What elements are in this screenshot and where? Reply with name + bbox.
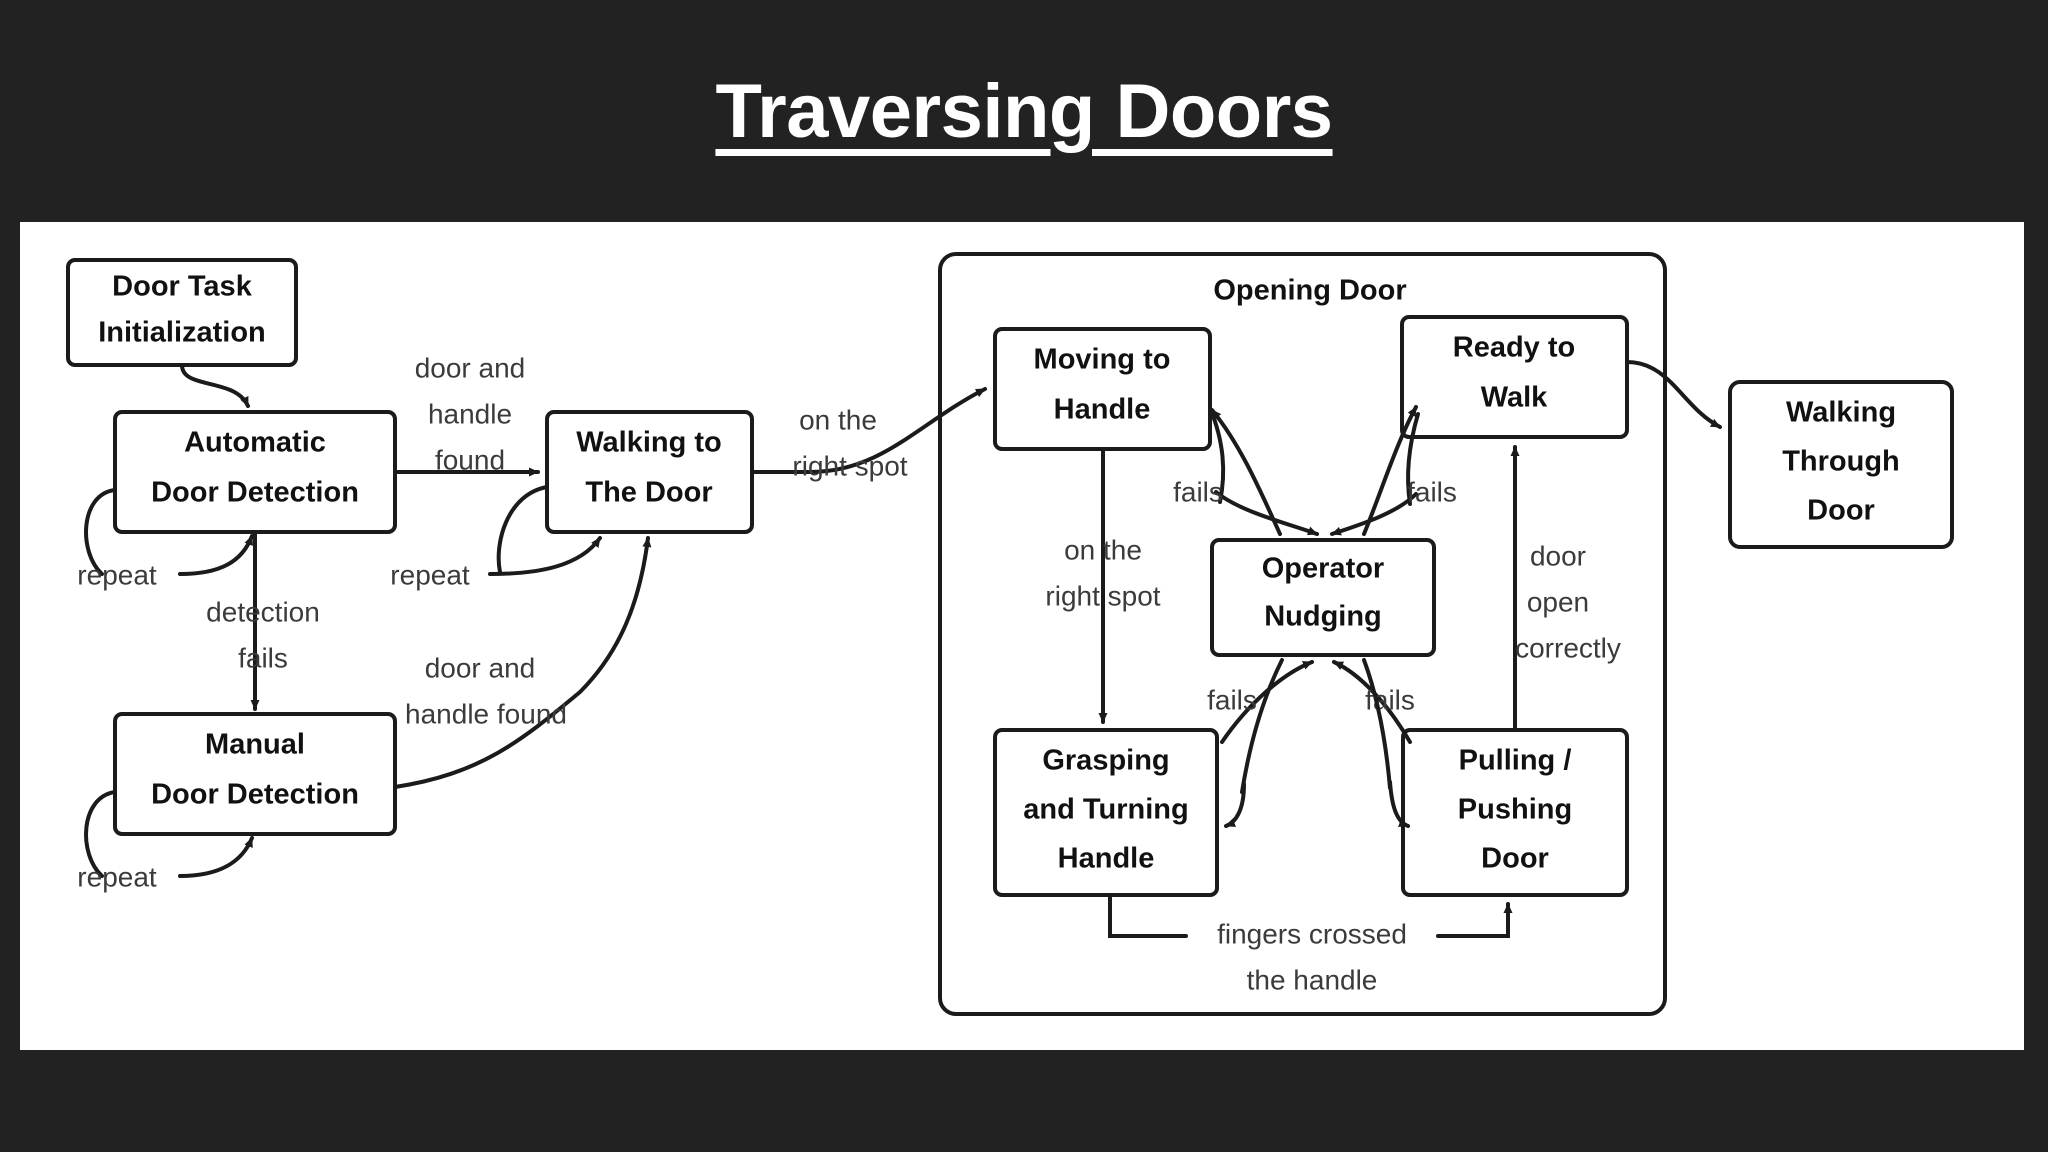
edge-automatic-repeat-in (178, 534, 254, 576)
page-title: Traversing Doors (715, 68, 1333, 154)
node-walking-through-door-line-3: Door (1807, 495, 1875, 527)
edge-moving-to-nudging-fails-arrow (1214, 490, 1319, 536)
edge-init-to-automatic (180, 363, 250, 408)
edge-label-dahf-auto-line-2: handle (428, 398, 512, 429)
node-door-task-initialization-line-2: Initialization (98, 317, 266, 349)
edge-nudging-to-moving-fails (1210, 408, 1282, 536)
node-pulling-pushing-door-line-2: Pushing (1458, 794, 1572, 826)
edge-label-fingers-crossed-line-2: the handle (1247, 964, 1378, 995)
node-ready-to-walk-line-1: Ready to (1453, 332, 1575, 364)
node-pulling-pushing-door-line-1: Pulling / (1459, 745, 1572, 777)
edge-label-door-open-correctly-line-3: correctly (1515, 632, 1621, 663)
edge-automatic-repeat-out (84, 488, 117, 576)
edge-label-dahf-manual-line-1: door and (425, 652, 536, 683)
edge-label-otrs-walk-line-2: right spot (792, 450, 907, 481)
edge-label-detection-fails-line-1: detection (206, 596, 320, 627)
group-opening-door (938, 252, 1667, 1016)
edge-label-door-open-correctly-line-2: open (1527, 586, 1589, 617)
edge-label-dahf-auto-line-3: found (435, 444, 505, 475)
node-door-task-initialization-line-1: Door Task (112, 271, 253, 303)
edge-label-dahf-manual-line-2: handle found (405, 698, 567, 729)
node-walking-to-the-door-line-1: Walking to (576, 427, 722, 459)
node-manual-door-detection[interactable] (113, 712, 397, 836)
edge-manual-repeat-out (84, 790, 117, 878)
node-walking-through-door-line-2: Through (1782, 446, 1900, 478)
edge-ready-to-nudging-fails (1406, 412, 1420, 506)
edge-ready-to-nudging-fails-arrow (1330, 492, 1418, 536)
node-walking-through-door[interactable] (1728, 380, 1954, 549)
node-walking-through-door-line-1: Walking (1786, 397, 1896, 429)
edge-grasping-to-pulling-part1 (1108, 893, 1188, 938)
edge-label-fingers-crossed-line-1: fingers crossed (1217, 918, 1407, 949)
node-automatic-door-detection-line-1: Automatic (184, 427, 326, 459)
edge-nudging-to-ready-fails (1362, 405, 1418, 536)
edge-manual-repeat-in (178, 836, 254, 878)
edge-label-dahf-auto-line-1: door and (415, 352, 526, 383)
edge-label-otrs-walk-line-1: on the (799, 404, 877, 435)
title-bar: Traversing Doors (0, 0, 2048, 222)
edge-label-fails-grasping: fails (1207, 684, 1257, 715)
node-manual-door-detection-line-2: Door Detection (151, 779, 359, 811)
edge-nudging-to-pulling-fails (1362, 658, 1392, 790)
node-grasping-and-turning-handle-line-2: and Turning (1023, 794, 1188, 826)
node-automatic-door-detection-line-2: Door Detection (151, 477, 359, 509)
node-operator-nudging-line-1: Operator (1262, 553, 1384, 585)
node-moving-to-handle-line-1: Moving to (1034, 344, 1171, 376)
edge-label-manual-repeat: repeat (77, 861, 157, 892)
edge-label-fails-ready-to-walk: fails (1407, 476, 1457, 507)
edge-grasping-to-pulling-part2 (1436, 902, 1513, 938)
node-operator-nudging[interactable] (1210, 538, 1436, 657)
node-grasping-and-turning-handle-line-1: Grasping (1042, 745, 1169, 777)
edge-label-door-open-correctly-line-1: door (1530, 540, 1586, 571)
edge-nudging-to-pulling-fails-arrow (1388, 780, 1410, 828)
edge-walking-to-moving-to-handle (750, 387, 987, 474)
edge-label-walking-repeat: repeat (390, 559, 470, 590)
node-moving-to-handle-line-2: Handle (1054, 394, 1151, 426)
edge-label-detection-fails-line-2: fails (238, 642, 288, 673)
edge-label-fails-moving-to-handle: fails (1173, 476, 1223, 507)
node-pulling-pushing-door-line-3: Door (1481, 843, 1549, 875)
edge-nudging-to-grasping-fails (1240, 658, 1284, 794)
node-walking-to-the-door-line-2: The Door (585, 477, 712, 509)
edge-manual-to-walking (393, 536, 652, 789)
edge-grasping-to-nudging-fails (1220, 660, 1314, 744)
edge-label-otrs-handle-line-2: right spot (1045, 580, 1160, 611)
node-operator-nudging-line-2: Nudging (1264, 601, 1382, 633)
state-machine-diagram: Opening Door Door Task Initialization Au… (66, 252, 1954, 1016)
node-manual-door-detection-line-1: Manual (205, 729, 305, 761)
edge-label-automatic-repeat: repeat (77, 559, 157, 590)
node-grasping-and-turning-handle-line-3: Handle (1058, 843, 1155, 875)
node-ready-to-walk[interactable] (1400, 315, 1629, 439)
edge-ready-to-walking-through (1625, 360, 1722, 429)
node-grasping-and-turning-handle[interactable] (993, 728, 1219, 897)
edge-nudging-to-grasping-fails-arrow (1224, 782, 1246, 828)
edge-label-otrs-handle-line-1: on the (1064, 534, 1142, 565)
group-opening-door-label: Opening Door (1213, 275, 1406, 307)
diagram-panel: Opening Door Door Task Initialization Au… (20, 222, 2024, 1050)
edge-walking-repeat-out (496, 485, 549, 574)
node-ready-to-walk-line-2: Walk (1481, 382, 1548, 414)
edge-walking-repeat-in (488, 536, 602, 576)
